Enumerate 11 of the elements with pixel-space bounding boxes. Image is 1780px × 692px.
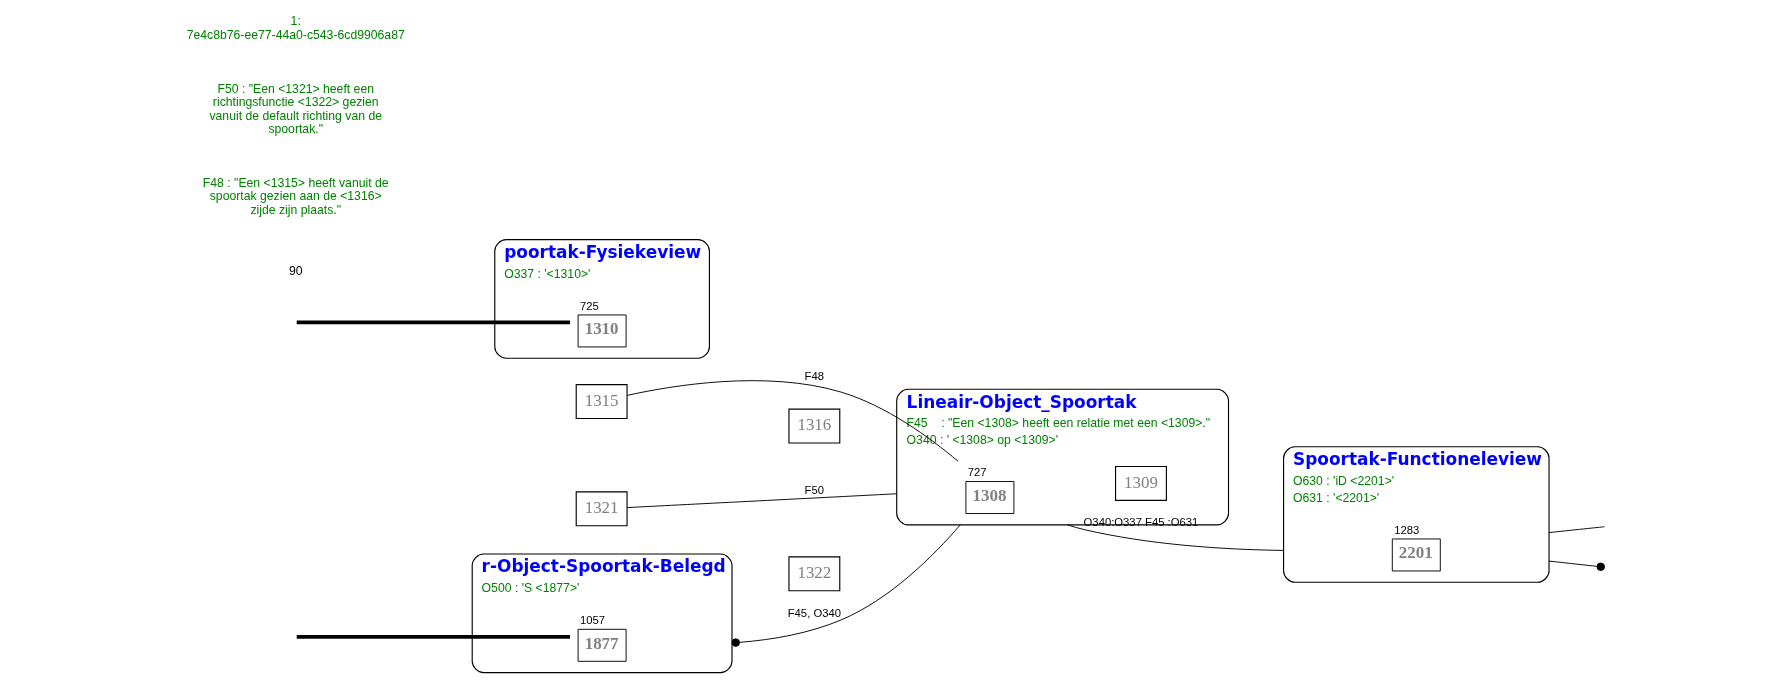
- label: 1: 7e4c8b76-ee77-44a0-c543-6cd9906a87: [186, 14, 405, 42]
- edge-label: F45, O340: [787, 606, 842, 619]
- label: 90: [288, 263, 303, 278]
- label: F50 : "Een <1321> heeft een richtingsfunctie <1322> gezien vanuit de default richting van de spoortak.": [209, 82, 382, 136]
- edge-label: F50: [804, 484, 825, 497]
- node-label: 727: [967, 466, 987, 479]
- node-label: 1283: [1394, 523, 1420, 536]
- edge-label: F48: [804, 369, 825, 382]
- label: F48 : "Een <1315> heeft vanuit de spoortak gezien aan de <1316> zijde zijn plaats.": [202, 176, 389, 217]
- node-label: 725: [579, 299, 599, 312]
- node-label: 1057: [579, 614, 606, 627]
